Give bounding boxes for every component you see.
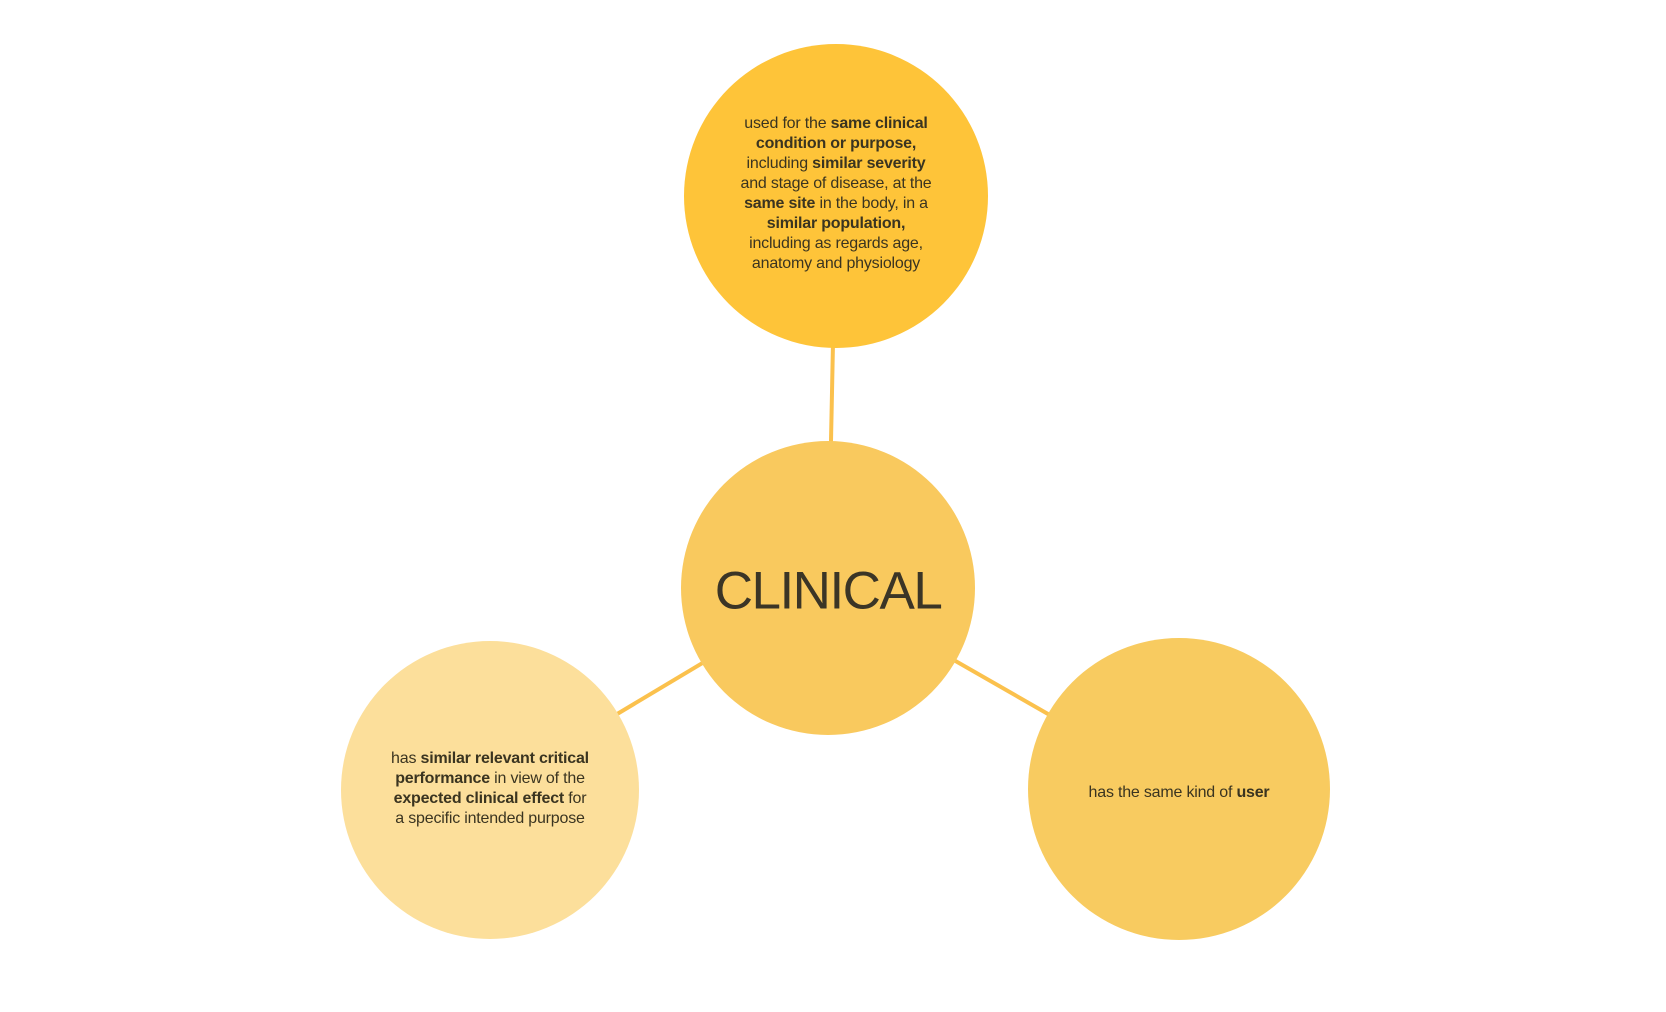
center-node-circle <box>681 441 975 735</box>
top-node-circle <box>684 44 988 348</box>
bottom-left-node-text: has similar relevant critical performanc… <box>391 750 589 827</box>
top-node-text: used for the same clinical condition or … <box>740 115 932 272</box>
bottom-left-node-circle <box>341 641 639 939</box>
bottom-right-node-text: has the same kind of user <box>1088 784 1270 801</box>
center-node-label: CLINICAL <box>714 561 943 621</box>
bottom-right-node-circle <box>1028 638 1330 940</box>
